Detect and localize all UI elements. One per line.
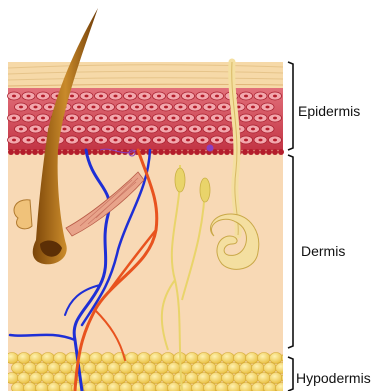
hypodermis-label: Hypodermis <box>296 371 371 385</box>
hypodermis-fat-cells <box>6 353 301 391</box>
epidermis-bracket <box>288 62 293 150</box>
sebaceous-gland <box>14 200 32 229</box>
hypodermis-bracket <box>288 357 293 391</box>
stratum-corneum <box>8 62 283 88</box>
epidermis-label: Epidermis <box>298 104 360 118</box>
layer-brackets <box>288 62 293 391</box>
dermis-bracket <box>288 155 293 348</box>
dermis-label: Dermis <box>301 244 345 258</box>
